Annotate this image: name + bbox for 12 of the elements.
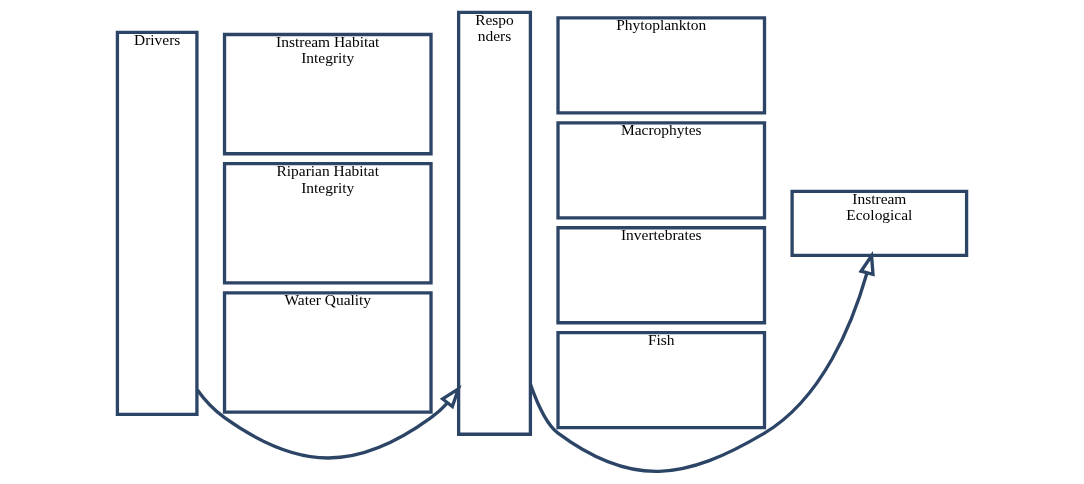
node-box: Invertebrates bbox=[556, 226, 767, 325]
node-box: Instream Ecological bbox=[790, 189, 969, 257]
node-box: Macrophytes bbox=[556, 121, 767, 220]
arrow bbox=[195, 384, 462, 460]
arrow bbox=[529, 250, 875, 473]
node-box: Riparian Habitat Integrity bbox=[222, 162, 433, 285]
node-box: Drivers bbox=[115, 30, 199, 417]
node-box: Instream Habitat Integrity bbox=[222, 32, 433, 156]
node-box: Respo nders bbox=[456, 10, 533, 436]
node-box: Water Quality bbox=[222, 291, 433, 414]
node-box: Fish bbox=[556, 331, 767, 430]
node-box: Phytoplankton bbox=[556, 16, 767, 115]
